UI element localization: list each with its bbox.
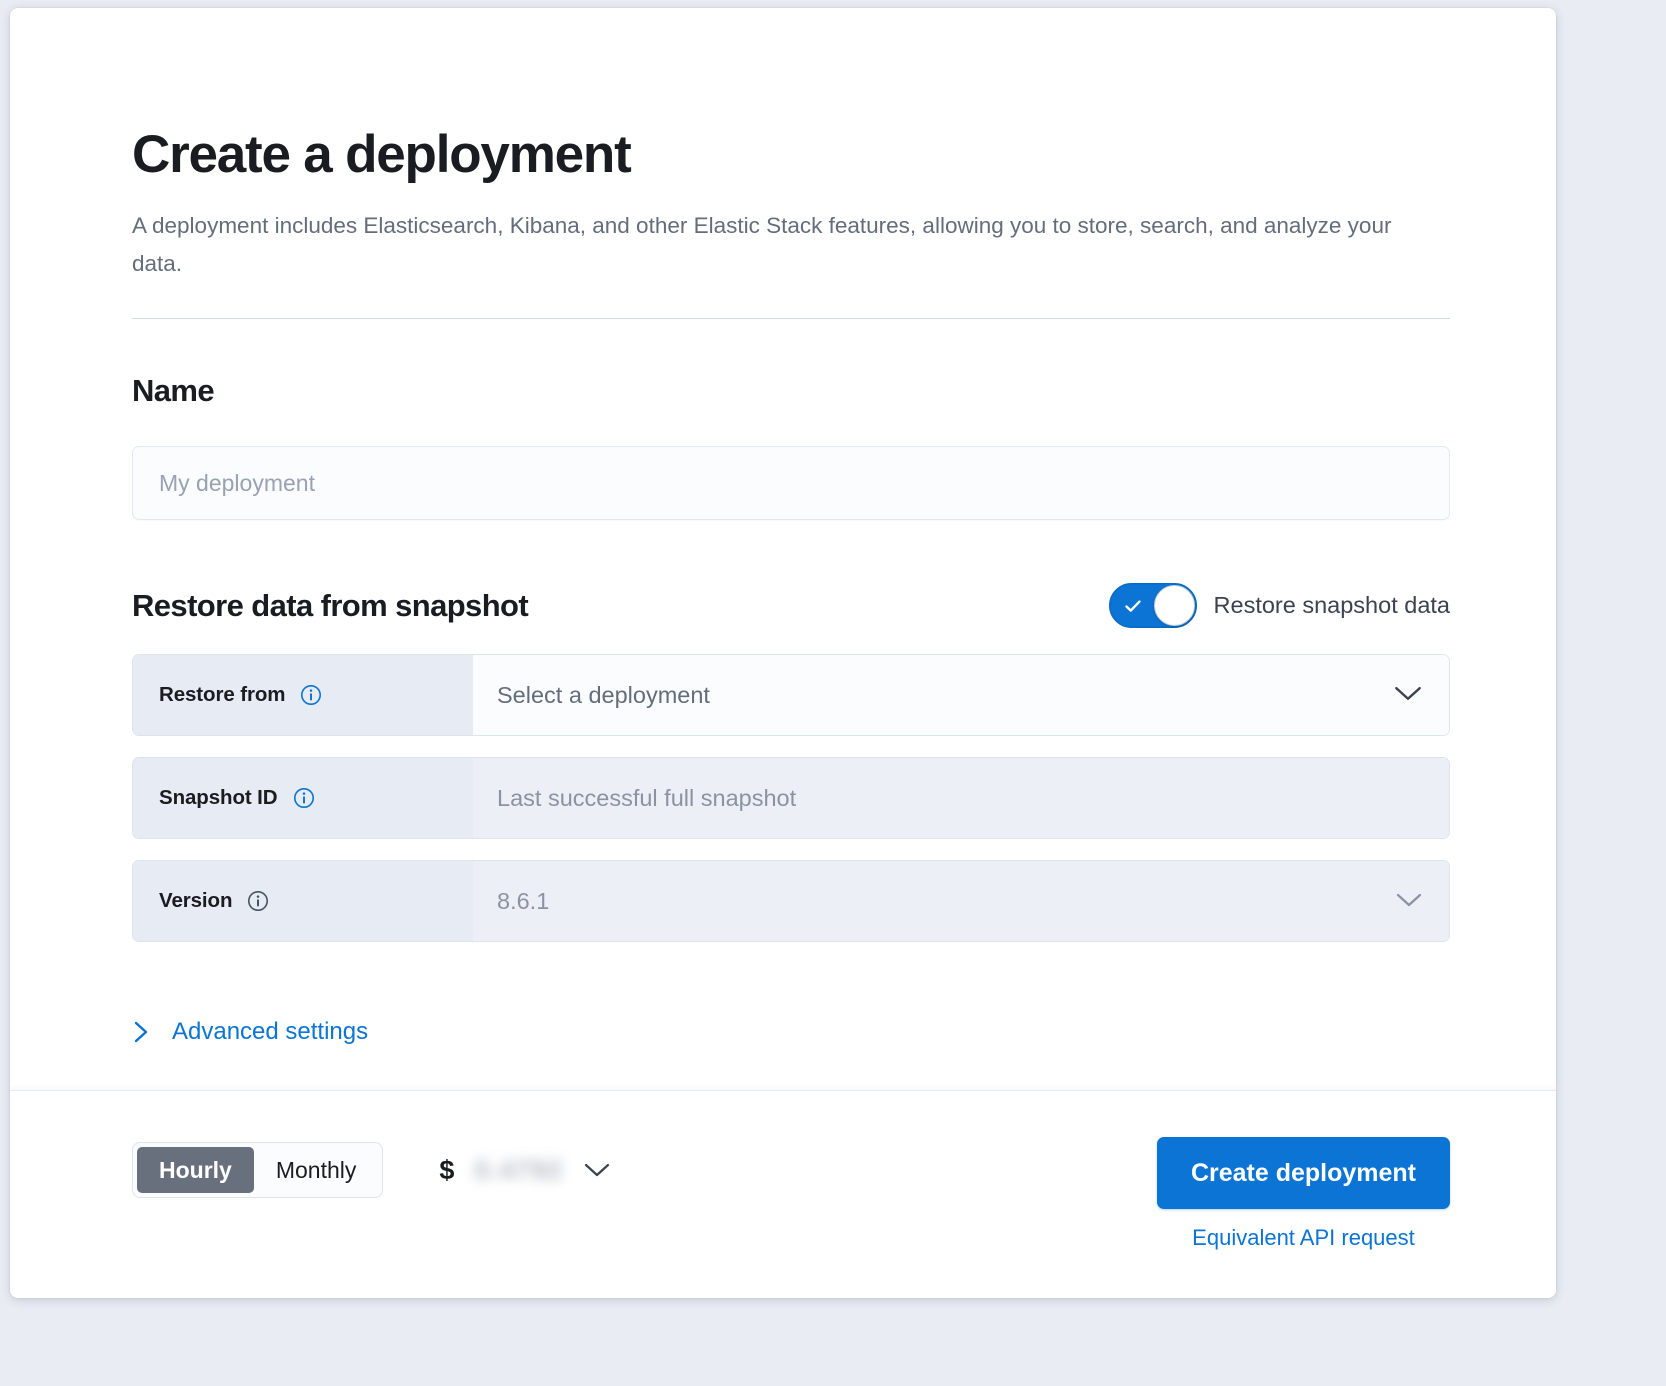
snapshot-id-value: Last successful full snapshot — [497, 784, 797, 811]
version-label-cell: Version — [133, 861, 473, 942]
deployment-name-input[interactable]: My deployment — [132, 446, 1450, 521]
page-subtitle: A deployment includes Elasticsearch, Kib… — [132, 213, 1392, 277]
footer-bar: Hourly Monthly $ 0.4792 Create deploymen… — [10, 1090, 1556, 1298]
snapshot-id-label: Snapshot ID — [159, 786, 278, 810]
info-icon[interactable] — [247, 890, 269, 912]
billing-group: Hourly Monthly $ 0.4792 — [132, 1142, 611, 1198]
price-display[interactable]: $ 0.4792 — [439, 1155, 611, 1186]
snapshot-id-input[interactable]: Last successful full snapshot — [473, 758, 1449, 839]
toggle-knob — [1153, 585, 1195, 627]
page-title: Create a deployment — [132, 125, 632, 184]
restore-from-label: Restore from — [159, 683, 286, 707]
chevron-down-icon[interactable] — [583, 1155, 611, 1186]
restore-snapshot-toggle-label: Restore snapshot data — [1213, 592, 1450, 619]
snapshot-id-label-cell: Snapshot ID — [133, 758, 473, 839]
chevron-down-icon — [1395, 888, 1423, 915]
advanced-settings-label: Advanced settings — [172, 1018, 369, 1046]
version-select[interactable]: 8.6.1 — [473, 861, 1449, 942]
create-deployment-button[interactable]: Create deployment — [1156, 1137, 1450, 1209]
snapshot-id-row: Snapshot ID Last successful full snapsho… — [132, 757, 1450, 840]
restore-section-header: Restore data from snapshot Restore snaps… — [132, 583, 1450, 629]
billing-period-segmented-control[interactable]: Hourly Monthly — [132, 1142, 384, 1198]
info-icon[interactable] — [293, 787, 315, 809]
billing-hourly-button[interactable]: Hourly — [137, 1147, 254, 1193]
chevron-down-icon — [1393, 682, 1423, 709]
check-icon — [1123, 596, 1143, 616]
info-icon[interactable] — [300, 684, 322, 706]
restore-section-title: Restore data from snapshot — [132, 587, 529, 623]
version-label: Version — [159, 889, 233, 913]
create-deployment-panel: Create a deployment A deployment include… — [10, 8, 1556, 1298]
version-value: 8.6.1 — [497, 887, 550, 914]
price-value: 0.4792 — [474, 1154, 564, 1185]
header-divider — [132, 318, 1450, 320]
restore-from-select[interactable]: Select a deployment — [473, 655, 1449, 736]
billing-monthly-button[interactable]: Monthly — [275, 1156, 357, 1183]
version-row: Version 8.6.1 — [132, 860, 1450, 943]
price-currency: $ — [439, 1154, 455, 1185]
restore-from-row: Restore from Select a deployment — [132, 654, 1450, 737]
restore-from-value: Select a deployment — [497, 681, 710, 708]
deployment-name-placeholder: My deployment — [159, 469, 315, 496]
main-content: Create a deployment A deployment include… — [10, 8, 1556, 1090]
advanced-settings-toggle[interactable]: Advanced settings — [132, 1018, 368, 1046]
name-section-title: Name — [132, 373, 215, 409]
chevron-right-icon — [132, 1019, 154, 1045]
cta-group: Create deployment Equivalent API request — [1156, 1137, 1450, 1251]
restore-snapshot-toggle[interactable] — [1108, 583, 1197, 629]
equivalent-api-request-link[interactable]: Equivalent API request — [1192, 1225, 1415, 1250]
restore-from-label-cell: Restore from — [133, 655, 473, 736]
